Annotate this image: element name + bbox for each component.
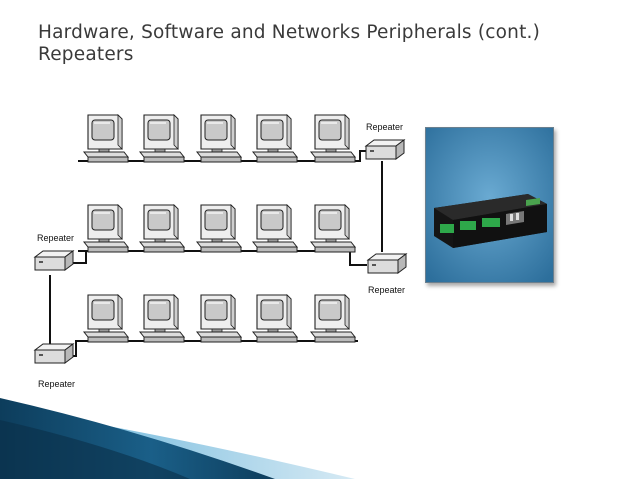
computer-r2-c3 — [196, 204, 242, 253]
computer-r1-c2 — [139, 114, 185, 163]
computer-r2-c4 — [252, 204, 298, 253]
repeater-top-right — [365, 139, 405, 160]
repeater-device-image — [426, 128, 553, 282]
repeater-label-top-right: Repeater — [366, 122, 403, 132]
repeater-label-bottom-left: Repeater — [38, 379, 75, 389]
computer-r2-c5 — [310, 204, 356, 253]
repeater-label-middle-left: Repeater — [37, 233, 74, 243]
computer-r3-c5 — [310, 294, 356, 343]
computer-r1-c5 — [310, 114, 356, 163]
title-line-1: Hardware, Software and Networks Peripher… — [38, 22, 541, 43]
repeater-photo — [425, 127, 554, 283]
computer-r1-c4 — [252, 114, 298, 163]
cable-6 — [65, 340, 358, 357]
computer-r1-c3 — [196, 114, 242, 163]
computer-r3-c2 — [139, 294, 185, 343]
computer-r3-c1 — [83, 294, 129, 343]
repeater-bottom-left — [34, 343, 74, 364]
repeater-middle-right — [367, 253, 407, 274]
slide-title: Hardware, Software and Networks Peripher… — [38, 22, 540, 66]
repeater-middle-left — [34, 250, 74, 271]
computer-r2-c1 — [83, 204, 129, 253]
repeater-label-middle-right: Repeater — [368, 285, 405, 295]
computer-r3-c3 — [196, 294, 242, 343]
cable-4 — [68, 251, 87, 264]
title-line-2: Repeaters — [38, 44, 134, 65]
computer-r3-c4 — [252, 294, 298, 343]
cable-3 — [78, 250, 367, 266]
computer-r2-c2 — [139, 204, 185, 253]
computer-r1-c1 — [83, 114, 129, 163]
